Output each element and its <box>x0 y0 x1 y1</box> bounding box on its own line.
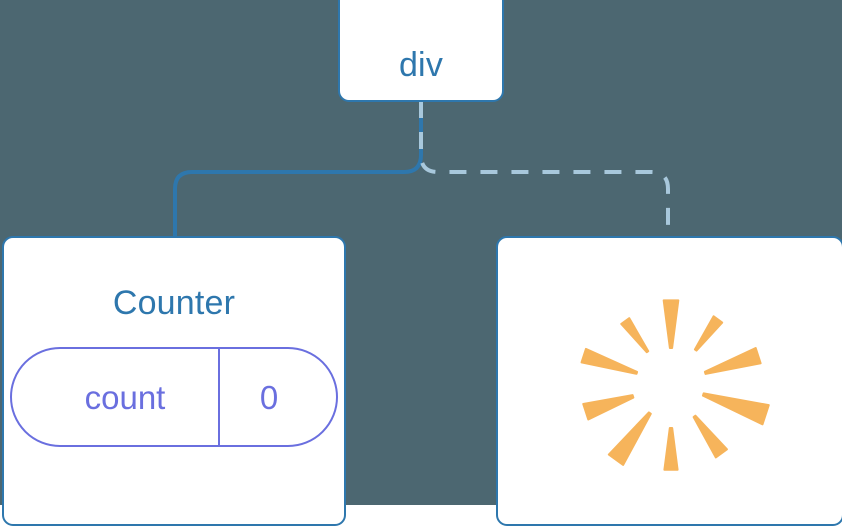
spinner-spoke-6 <box>692 414 728 459</box>
node-div[interactable]: div <box>338 0 504 102</box>
edge-div-counter <box>173 99 423 240</box>
spinner-spoke-3 <box>582 394 635 421</box>
spinner-spoke-8 <box>703 347 762 375</box>
spinner-spoke-4 <box>607 411 652 466</box>
state-key-label: count <box>84 378 166 416</box>
spinner-spoke-9 <box>693 315 724 352</box>
loading-spinner-icon <box>580 299 770 471</box>
node-counter-label: Counter <box>112 284 236 322</box>
node-spinner[interactable] <box>496 236 842 526</box>
spinner-spoke-1 <box>620 317 650 354</box>
state-value-label: 0 <box>259 378 279 416</box>
spinner-spoke-0 <box>662 299 680 350</box>
state-pill-key: count <box>12 349 218 445</box>
state-pill-value: 0 <box>220 349 336 445</box>
spinner-spoke-7 <box>701 392 770 426</box>
spinner-spoke-2 <box>580 347 639 375</box>
edge-div-spinner <box>419 101 670 238</box>
state-pill-count[interactable]: count 0 <box>10 347 338 447</box>
state-pill-divider <box>218 349 220 445</box>
node-div-label: div <box>398 46 444 84</box>
node-counter[interactable]: Counter count 0 <box>2 236 346 526</box>
spinner-spoke-5 <box>663 426 679 471</box>
